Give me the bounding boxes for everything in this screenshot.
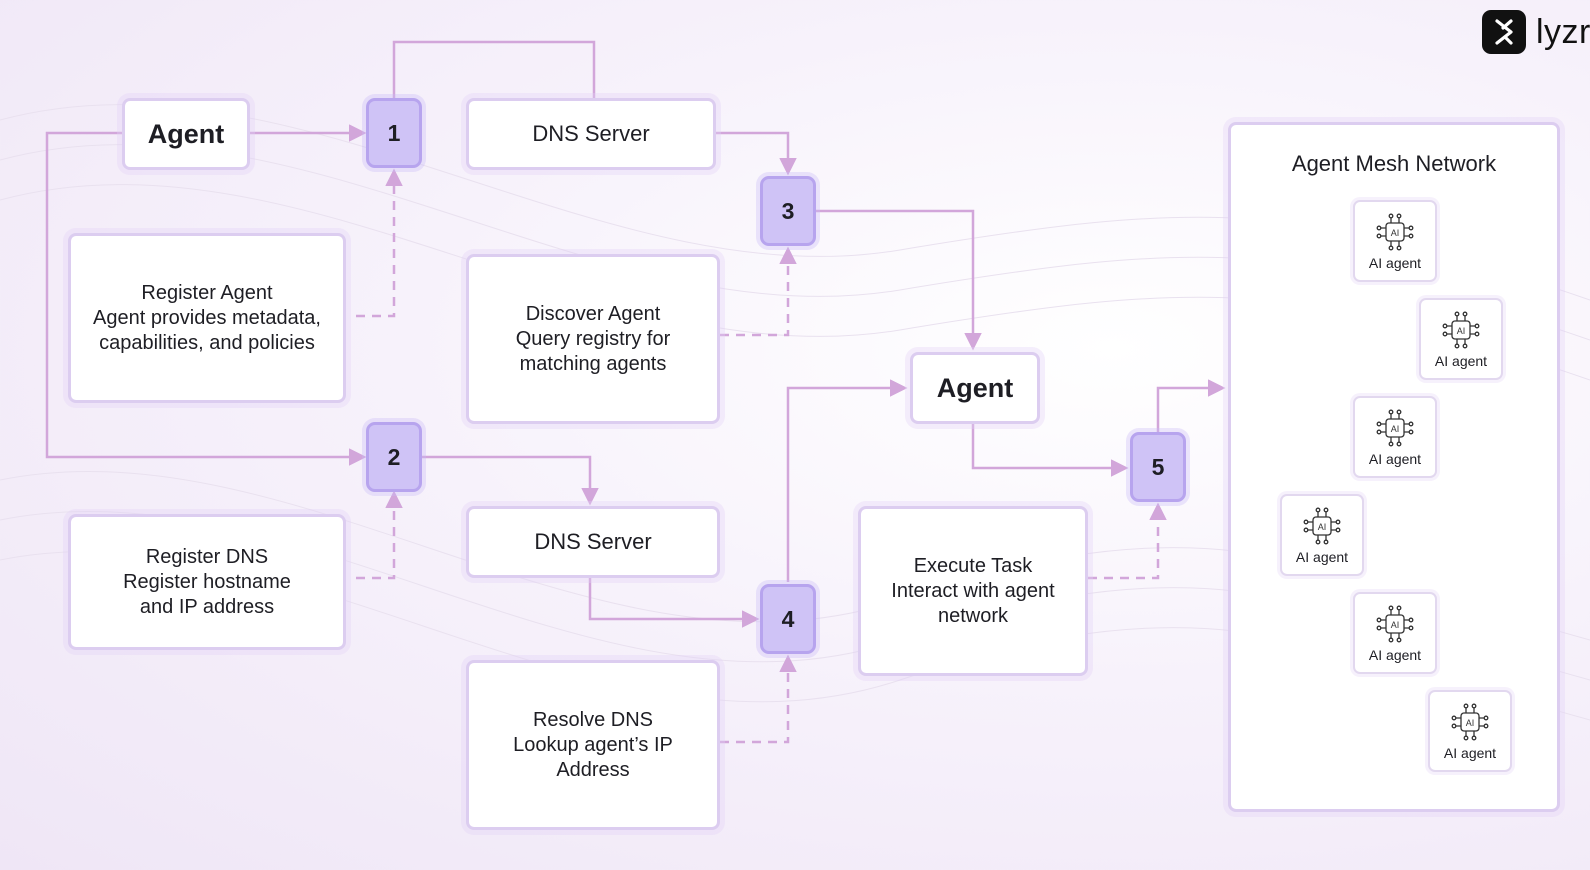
mesh-title: Agent Mesh Network xyxy=(1291,151,1497,176)
step-badge-2: 2 xyxy=(366,422,422,492)
dashed-register-dns-to-step2 xyxy=(356,490,403,580)
ai-chip-icon: AI xyxy=(1442,311,1480,348)
chip-text: AI xyxy=(1391,228,1400,238)
execute-task-title: Execute Task xyxy=(913,554,1033,577)
lyzr-logo-text: lyzr xyxy=(1536,12,1590,51)
execute-task-line-3: network xyxy=(937,604,1009,627)
register-agent-box: Register Agent Agent provides metadata, … xyxy=(68,233,346,403)
connector-step3-to-agent xyxy=(816,209,982,351)
step-1-number: 1 xyxy=(387,119,401,146)
step-badge-5: 5 xyxy=(1130,432,1186,502)
ai-agent-node-4: AI AI agent xyxy=(1280,494,1364,576)
register-agent-title: Register Agent xyxy=(141,281,273,304)
connector-agent-to-step2 xyxy=(45,131,367,466)
register-dns-title: Register DNS xyxy=(145,545,269,568)
resolve-dns-box: Resolve DNS Lookup agent’s IP Address xyxy=(466,660,720,830)
register-dns-line-3: and IP address xyxy=(139,595,275,618)
discover-agent-box: Discover Agent Query registry for matchi… xyxy=(466,254,720,424)
step-badge-3: 3 xyxy=(760,176,816,246)
ai-chip-icon: AI xyxy=(1376,409,1414,446)
connector-step4-to-agent xyxy=(786,379,908,582)
chip-text: AI xyxy=(1391,424,1400,434)
ai-agent-label: AI agent xyxy=(1368,450,1422,467)
ai-agent-node-5: AI AI agent xyxy=(1353,592,1437,674)
dns-server-bottom-label: DNS Server xyxy=(534,529,652,554)
register-agent-line-3: capabilities, and policies xyxy=(99,331,315,354)
execute-task-line-2: Interact with agent xyxy=(891,579,1055,602)
dashed-register-agent-to-step1 xyxy=(356,168,403,318)
connector-step5-to-mesh xyxy=(1156,379,1226,432)
ai-agent-label: AI agent xyxy=(1368,254,1422,271)
step-badge-1: 1 xyxy=(366,98,422,168)
ai-agent-node-6: AI AI agent xyxy=(1428,690,1512,772)
ai-agent-label: AI agent xyxy=(1295,548,1349,565)
connector-agent-to-step5 xyxy=(971,420,1129,477)
chip-text: AI xyxy=(1391,620,1400,630)
ai-agent-node-2: AI AI agent xyxy=(1419,298,1503,380)
dashed-resolve-to-step4 xyxy=(720,654,797,744)
execute-task-box: Execute Task Interact with agent network xyxy=(858,506,1088,676)
connector-dns-to-step3 xyxy=(716,131,797,176)
connector-dns-to-step4 xyxy=(588,578,760,628)
ai-agent-label: AI agent xyxy=(1443,744,1497,761)
register-agent-line-2: Agent provides metadata, xyxy=(93,306,321,329)
ai-agent-node-3: AI AI agent xyxy=(1353,396,1437,478)
connector-step1-loop xyxy=(392,40,596,100)
agent-box-middle: Agent xyxy=(910,352,1040,424)
dns-server-top-label: DNS Server xyxy=(532,121,650,146)
resolve-dns-line-3: Address xyxy=(556,758,630,781)
step-4-number: 4 xyxy=(781,605,795,632)
step-2-number: 2 xyxy=(387,443,401,470)
ai-agent-label: AI agent xyxy=(1434,352,1488,369)
register-dns-line-2: Register hostname xyxy=(123,570,291,593)
discover-agent-line-3: matching agents xyxy=(519,352,667,375)
chip-text: AI xyxy=(1466,718,1475,728)
resolve-dns-line-2: Lookup agent’s IP xyxy=(513,733,673,756)
ai-chip-icon: AI xyxy=(1376,605,1414,642)
discover-agent-line-2: Query registry for xyxy=(515,327,671,350)
dns-server-box-bottom: DNS Server xyxy=(466,506,720,578)
discover-agent-title: Discover Agent xyxy=(525,302,661,325)
lyzr-logo-icon xyxy=(1482,10,1526,54)
dns-server-box-top: DNS Server xyxy=(466,98,716,170)
step-5-number: 5 xyxy=(1151,453,1165,480)
register-dns-box: Register DNS Register hostname and IP ad… xyxy=(68,514,346,650)
chip-text: AI xyxy=(1457,326,1466,336)
agent-box-middle-label: Agent xyxy=(936,372,1014,403)
dashed-execute-to-step5 xyxy=(1088,502,1167,580)
step-badge-4: 4 xyxy=(760,584,816,654)
lyzr-logo: lyzr xyxy=(1482,10,1590,54)
ai-chip-icon: AI xyxy=(1451,703,1489,740)
agent-box-top-label: Agent xyxy=(147,118,225,149)
agent-box-top: Agent xyxy=(122,98,250,170)
ai-chip-icon: AI xyxy=(1303,507,1341,544)
step-3-number: 3 xyxy=(781,197,795,224)
ai-agent-node-1: AI AI agent xyxy=(1353,200,1437,282)
ai-agent-label: AI agent xyxy=(1368,646,1422,663)
resolve-dns-title: Resolve DNS xyxy=(532,708,654,731)
dashed-discover-to-step3 xyxy=(720,246,797,337)
ai-chip-icon: AI xyxy=(1376,213,1414,250)
connector-step2-to-dns xyxy=(422,455,599,506)
chip-text: AI xyxy=(1318,522,1327,532)
